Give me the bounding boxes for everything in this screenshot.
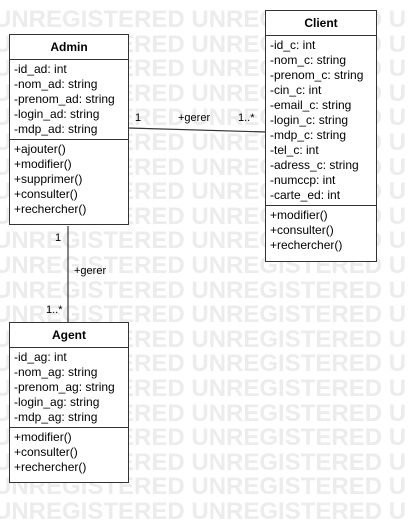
client-attribute: -cin_c: int [270,83,322,97]
agent-method: +rechercher() [14,460,87,474]
admin-attribute: -mdp_ad: string [14,122,98,136]
admin-attribute: -login_ad: string [14,107,100,121]
client-attribute: -prenom_c: string [270,68,364,82]
admin-client-association-label: +gerer [178,112,211,124]
admin-class-name: Admin [10,35,128,60]
admin-client-target-multiplicity: 1..* [238,112,255,124]
admin-client-association[interactable] [127,127,267,133]
agent-attribute: -nom_ag: string [14,365,98,379]
client-attribute: -carte_ed: int [270,188,341,202]
client-attribute: -adress_c: string [270,158,359,172]
agent-method: +modifier() [14,430,72,444]
client-attribute: -id_c: int [270,38,316,52]
admin-agent-association-label: +gerer [74,265,107,277]
admin-method: +rechercher() [14,202,87,216]
agent-attribute: -prenom_ag: string [14,380,115,394]
admin-client-source-multiplicity: 1 [135,112,142,124]
agent-class[interactable]: Agent -id_ag: int -nom_ag: string -preno… [9,322,129,483]
client-methods: +modifier() +consulter() +rechercher() [266,206,376,255]
client-class-name: Client [266,11,376,36]
agent-attribute: -id_ag: int [14,350,67,364]
agent-class-name: Agent [10,323,128,348]
admin-agent-target-multiplicity: 1..* [46,304,63,316]
admin-method: +ajouter() [14,142,66,156]
admin-attribute: -id_ad: int [14,62,67,76]
admin-class[interactable]: Admin -id_ad: int -nom_ad: string -preno… [9,34,129,225]
client-attribute: -numccp: int [270,173,336,187]
admin-method: +modifier() [14,157,72,171]
admin-method: +consulter() [14,187,78,201]
agent-attribute: -mdp_ag: string [14,410,98,424]
client-method: +consulter() [270,223,334,237]
client-attribute: -nom_c: string [270,53,347,67]
agent-method: +consulter() [14,445,78,459]
admin-methods: +ajouter() +modifier() +supprimer() +con… [10,140,128,219]
admin-agent-source-multiplicity: 1 [55,232,62,244]
admin-attributes: -id_ad: int -nom_ad: string -prenom_ad: … [10,60,128,140]
client-attributes: -id_c: int -nom_c: string -prenom_c: str… [266,36,376,206]
client-method: +modifier() [270,208,328,222]
client-method: +rechercher() [270,238,343,252]
client-class[interactable]: Client -id_c: int -nom_c: string -prenom… [265,10,377,262]
admin-method: +supprimer() [14,172,83,186]
admin-attribute: -prenom_ad: string [14,92,115,106]
agent-methods: +modifier() +consulter() +rechercher() [10,428,128,477]
agent-attribute: -login_ag: string [14,395,100,409]
client-attribute: -login_c: string [270,113,349,127]
client-attribute: -email_c: string [270,98,352,112]
client-attribute: -mdp_c: string [270,128,347,142]
admin-attribute: -nom_ad: string [14,77,98,91]
agent-attributes: -id_ag: int -nom_ag: string -prenom_ag: … [10,348,128,428]
client-attribute: -tel_c: int [270,143,319,157]
